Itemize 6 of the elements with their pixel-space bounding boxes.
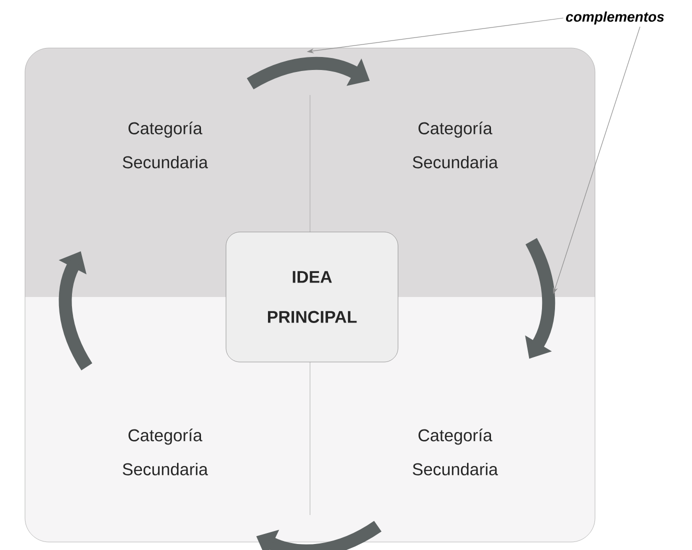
node-label: Categoría Secundaria: [122, 428, 208, 476]
center-box: IDEA PRINCIPAL: [226, 232, 398, 362]
node-label: Categoría Secundaria: [412, 428, 498, 476]
node-label: Categoría Secundaria: [122, 122, 208, 168]
node-label: Categoría Secundaria: [412, 122, 498, 168]
callout-label: complementos: [566, 11, 664, 25]
